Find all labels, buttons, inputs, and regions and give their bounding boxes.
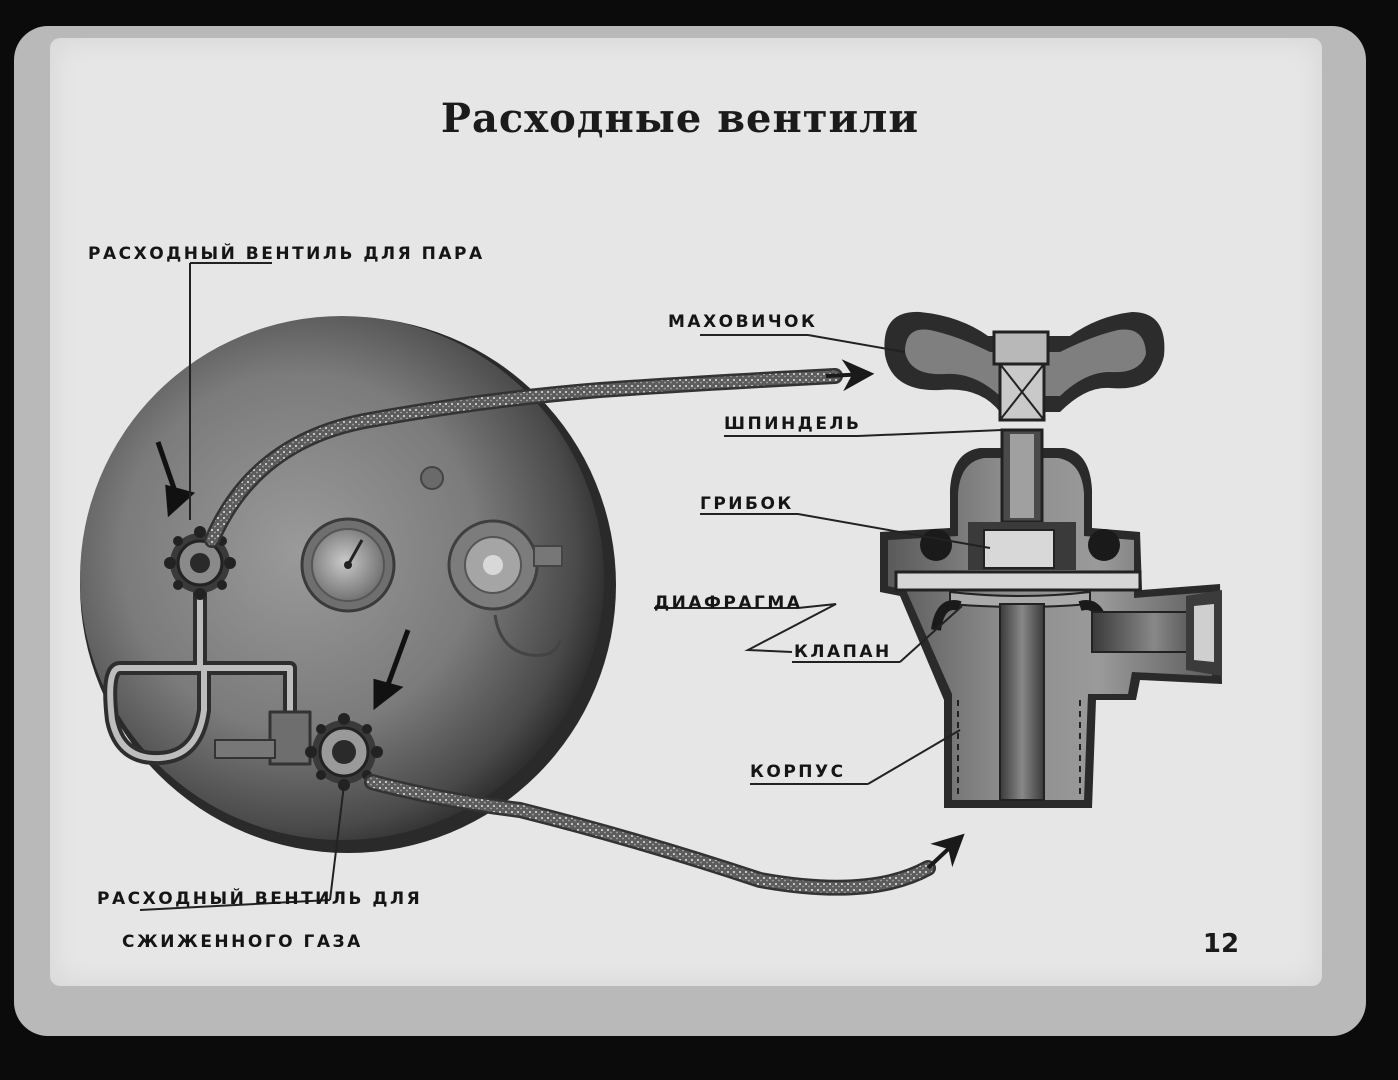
label-spindle: ШПИНДЕЛЬ [724, 414, 862, 434]
valve-cross-section [880, 311, 1222, 808]
pointer-arrows [155, 441, 411, 711]
right-leaders [654, 334, 1003, 785]
ribbon-connectors [204, 359, 965, 896]
label-steam-valve: РАСХОДНЫЙ ВЕНТИЛЬ ДЛЯ ПАРА [88, 244, 485, 264]
label-valve-plug: КЛАПАН [794, 642, 892, 662]
slide-title: Расходные вентили [440, 95, 920, 142]
pipe-loop [103, 583, 312, 766]
label-body: КОРПУС [750, 762, 846, 782]
label-gas-valve-line2: СЖИЖЕННОГО ГАЗА [122, 932, 363, 952]
left-leaders [139, 262, 345, 911]
pressure-gauge [300, 517, 396, 613]
slide-number: 12 [1202, 929, 1240, 959]
label-gas-valve-line1: РАСХОДНЫЙ ВЕНТИЛЬ ДЛЯ [97, 889, 423, 909]
safety-fitting [447, 519, 563, 657]
steam-valve [164, 526, 236, 600]
gas-valve [305, 713, 383, 791]
label-handwheel: МАХОВИЧОК [668, 312, 818, 332]
label-mushroom: ГРИБОК [700, 494, 794, 514]
label-diaphragm: ДИАФРАГМА [654, 593, 803, 613]
